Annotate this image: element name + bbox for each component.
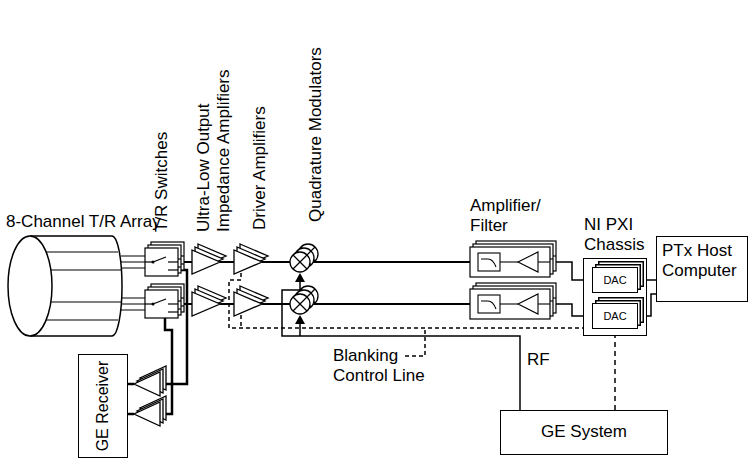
tr-switch bbox=[145, 290, 178, 318]
lo-arrow bbox=[295, 273, 305, 282]
tr-switch-stack bbox=[145, 242, 184, 318]
signal-wires bbox=[121, 256, 592, 414]
lo-arrow bbox=[295, 315, 305, 324]
coil-wire bbox=[121, 256, 145, 268]
tr-switch bbox=[145, 248, 178, 276]
box-heading: NI PXI Chassis bbox=[584, 215, 654, 255]
system-box: GE System bbox=[500, 410, 668, 455]
filter-stack bbox=[470, 241, 556, 319]
driver-amplifier-stack bbox=[234, 244, 268, 316]
switch-label: T/R Switches bbox=[152, 92, 172, 232]
amplifier-symbol bbox=[234, 250, 262, 274]
mixer-symbol bbox=[290, 252, 310, 272]
driver-label: Driver Amplifiers bbox=[250, 60, 270, 230]
amplifier-symbol bbox=[234, 292, 262, 316]
tx-wire bbox=[178, 303, 470, 305]
amplifier-symbol bbox=[134, 402, 160, 426]
box-text: GE System bbox=[541, 422, 627, 442]
chassis-box: NI PXI ChassisDACDAC bbox=[583, 258, 647, 336]
coil-end bbox=[8, 236, 52, 336]
filter-module bbox=[470, 247, 550, 277]
rx-wire bbox=[128, 384, 134, 414]
filter-label: Amplifier/ Filter bbox=[470, 196, 562, 236]
receiver-amplifier-stack bbox=[134, 366, 166, 426]
dac-card: DAC bbox=[592, 303, 638, 329]
amplifier-symbol bbox=[192, 250, 220, 274]
tx-wire bbox=[178, 261, 470, 263]
modulator-stack bbox=[290, 244, 318, 324]
box-text: PTx Host Computer bbox=[662, 241, 742, 281]
blanking-label: Blanking Control Line bbox=[333, 346, 433, 386]
amplifier-label: Ultra-Low Output Impedance Amplifiers bbox=[194, 62, 234, 232]
coil-array bbox=[8, 236, 122, 336]
connector-line bbox=[614, 336, 616, 410]
box-text: DAC bbox=[603, 274, 626, 287]
mixer-symbol bbox=[290, 294, 310, 314]
amplifier-symbol bbox=[192, 292, 220, 316]
box-text: GE Receiver bbox=[94, 361, 113, 452]
host-computer-box: PTx Host Computer bbox=[656, 236, 748, 302]
dac-card: DAC bbox=[592, 267, 638, 293]
receiver-box: GE Receiver bbox=[78, 354, 128, 458]
blanking-line bbox=[229, 266, 583, 356]
coil-wire bbox=[121, 298, 145, 310]
low-impedance-amplifier-stack bbox=[192, 244, 226, 316]
amplifier-symbol bbox=[134, 372, 160, 396]
modulator-label: Quadrature Modulators bbox=[306, 22, 326, 222]
box-text: DAC bbox=[603, 310, 626, 323]
coil-rung bbox=[46, 252, 121, 320]
signal-label: RF bbox=[527, 350, 567, 370]
filter-module bbox=[470, 289, 550, 319]
